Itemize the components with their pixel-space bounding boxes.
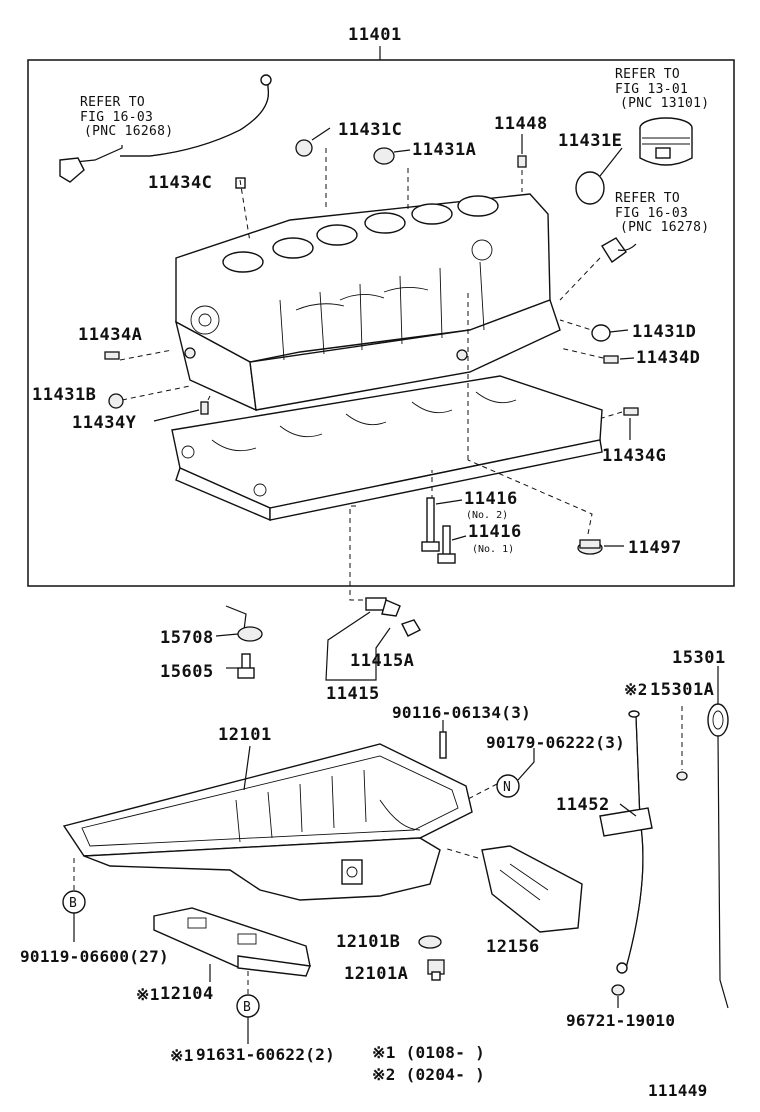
plug-11431C xyxy=(295,139,313,157)
svg-text:FIG 16-03: FIG 16-03 xyxy=(615,206,688,221)
washer-12101B xyxy=(418,935,442,949)
label-12104-mark: ※1 xyxy=(136,985,160,1004)
label-11434Y: 11434Y xyxy=(72,413,137,433)
label-11448: 11448 xyxy=(494,114,548,134)
label-11452: 11452 xyxy=(556,795,610,815)
label-11415A: 11415A xyxy=(350,651,414,671)
plug-11431D xyxy=(591,324,611,342)
pin-11434Y xyxy=(200,401,209,415)
label-11431D: 11431D xyxy=(632,322,696,342)
baffle-12156 xyxy=(443,845,583,933)
label-90179: 90179-06222(3) xyxy=(486,733,625,752)
plug-11431A xyxy=(373,147,395,165)
bracket-15708 xyxy=(215,605,263,642)
label-12101: 12101 xyxy=(218,725,272,745)
oil-strainer-12104 xyxy=(153,907,311,982)
svg-text:FIG 16-03: FIG 16-03 xyxy=(80,110,153,125)
label-11431B: 11431B xyxy=(32,385,96,405)
ref-note-pnc-16268: REFER TO FIG 16-03 (PNC 16268) xyxy=(80,95,173,139)
oil-pipe-16268 xyxy=(59,74,272,183)
callout-n: N xyxy=(465,748,535,801)
label-11416-no2-note: (No. 2) xyxy=(466,510,508,521)
o-ring-96721 xyxy=(611,984,625,996)
ref-note-pnc-13101: REFER TO FIG 13-01 (PNC 13101) xyxy=(615,67,709,111)
seal-11497 xyxy=(577,539,624,555)
footnote-1: ※1 (0108- ) xyxy=(372,1043,485,1062)
ref-note-pnc-16278: REFER TO FIG 16-03 (PNC 16278) xyxy=(615,191,709,235)
svg-text:(PNC 16278): (PNC 16278) xyxy=(620,220,709,235)
pin-11434D xyxy=(603,355,619,364)
label-11497: 11497 xyxy=(628,538,682,558)
label-11416-no2: 11416 xyxy=(464,489,518,509)
label-11434G: 11434G xyxy=(602,446,666,466)
o-ring-15301A xyxy=(676,706,688,781)
label-15301: 15301 xyxy=(672,648,726,668)
label-12101B: 12101B xyxy=(336,932,400,952)
label-12156: 12156 xyxy=(486,937,540,957)
plug-11431E xyxy=(575,171,605,205)
figure-number: 111449 xyxy=(648,1081,708,1100)
callout-b-lower: B xyxy=(236,964,260,1044)
label-91631-mark: ※1 xyxy=(170,1046,194,1065)
label-11431E: 11431E xyxy=(558,131,622,151)
label-11415: 11415 xyxy=(326,684,380,704)
label-15605: 15605 xyxy=(160,662,214,682)
label-91631: 91631-60622(2) xyxy=(196,1045,335,1064)
piston-13101 xyxy=(639,117,693,166)
pin-11434A xyxy=(104,351,120,360)
footnote-2: ※2 (0204- ) xyxy=(372,1065,485,1084)
label-96721: 96721-19010 xyxy=(566,1011,675,1030)
svg-text:B: B xyxy=(69,896,77,911)
pin-11448 xyxy=(517,155,527,168)
svg-text:REFER TO: REFER TO xyxy=(615,67,680,82)
stud-90116 xyxy=(439,720,447,759)
oil-jet-16278 xyxy=(559,237,637,301)
label-11431A: 11431A xyxy=(412,140,476,160)
label-11416-no1-note: (No. 1) xyxy=(472,544,514,555)
label-11434C: 11434C xyxy=(148,173,212,193)
label-15301A-mark: ※2 xyxy=(624,680,648,699)
plug-11431B xyxy=(108,393,124,409)
dipstick-15301 xyxy=(707,666,729,1009)
assembly-number-label: 11401 xyxy=(348,25,402,45)
svg-text:REFER TO: REFER TO xyxy=(615,191,680,206)
label-12104: 12104 xyxy=(160,984,214,1004)
label-15708: 15708 xyxy=(160,628,214,648)
crankcase-lower xyxy=(171,375,603,522)
bolt-11416-no1 xyxy=(437,525,467,564)
label-11434D: 11434D xyxy=(636,348,700,368)
label-11431C: 11431C xyxy=(338,120,402,140)
oil-pan-12101 xyxy=(62,743,473,901)
label-12101A: 12101A xyxy=(344,964,408,984)
dipstick-guide-11452 xyxy=(599,710,653,974)
svg-text:FIG 13-01: FIG 13-01 xyxy=(615,82,688,97)
label-90116: 90116-06134(3) xyxy=(392,703,531,722)
label-15301A: 15301A xyxy=(650,680,714,700)
callout-b-upper: B xyxy=(62,856,86,942)
label-90119: 90119-06600(27) xyxy=(20,947,169,966)
bolt-11416-no2 xyxy=(421,497,463,552)
svg-text:(PNC 13101): (PNC 13101) xyxy=(620,96,709,111)
assembly-frame xyxy=(27,59,735,587)
label-11416-no1: 11416 xyxy=(468,522,522,542)
svg-text:(PNC 16268): (PNC 16268) xyxy=(84,124,173,139)
sensor-11415 xyxy=(325,597,421,681)
svg-text:N: N xyxy=(503,780,511,795)
bolt-15605 xyxy=(226,653,255,679)
label-11434A: 11434A xyxy=(78,325,142,345)
drain-plug-12101A xyxy=(427,959,445,981)
cylinder-block xyxy=(174,193,561,412)
svg-text:REFER TO: REFER TO xyxy=(80,95,145,110)
svg-text:B: B xyxy=(243,1000,251,1015)
pin-11434G xyxy=(623,407,639,416)
